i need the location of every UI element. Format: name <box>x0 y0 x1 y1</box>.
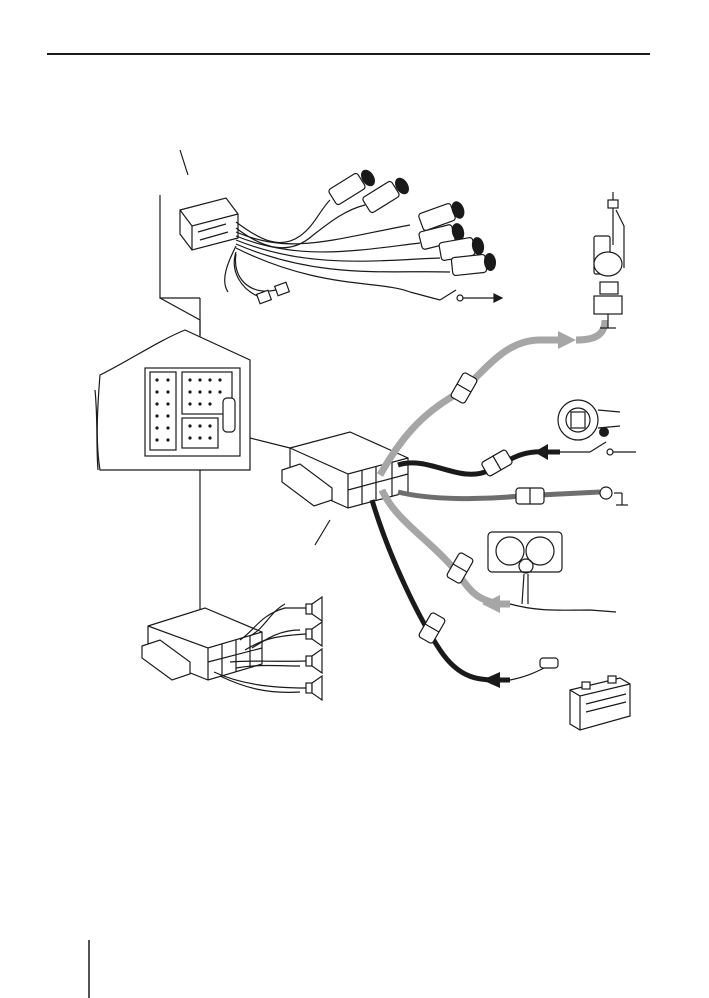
speaker-icon <box>306 622 322 646</box>
ignition-wire <box>398 442 636 477</box>
inline-connector-icon <box>516 488 544 504</box>
ignition-icon <box>558 400 620 440</box>
battery-wire <box>372 500 558 688</box>
rca-adapter-icon <box>180 167 502 304</box>
battery-icon <box>570 676 630 730</box>
ground-wire <box>398 487 628 505</box>
speaker-icon <box>306 676 322 700</box>
radio-chassis-icon <box>95 330 250 470</box>
switch-symbol <box>560 442 636 455</box>
speaker-icon <box>306 649 322 673</box>
iso-speaker-connector-icon <box>142 608 262 680</box>
switch-symbol <box>410 290 502 302</box>
antenna-icon <box>594 192 624 328</box>
inline-connector-icon <box>446 552 474 584</box>
ground-icon <box>614 493 628 505</box>
speaker-icon <box>306 597 322 621</box>
instrument-cluster-icon <box>488 532 562 604</box>
